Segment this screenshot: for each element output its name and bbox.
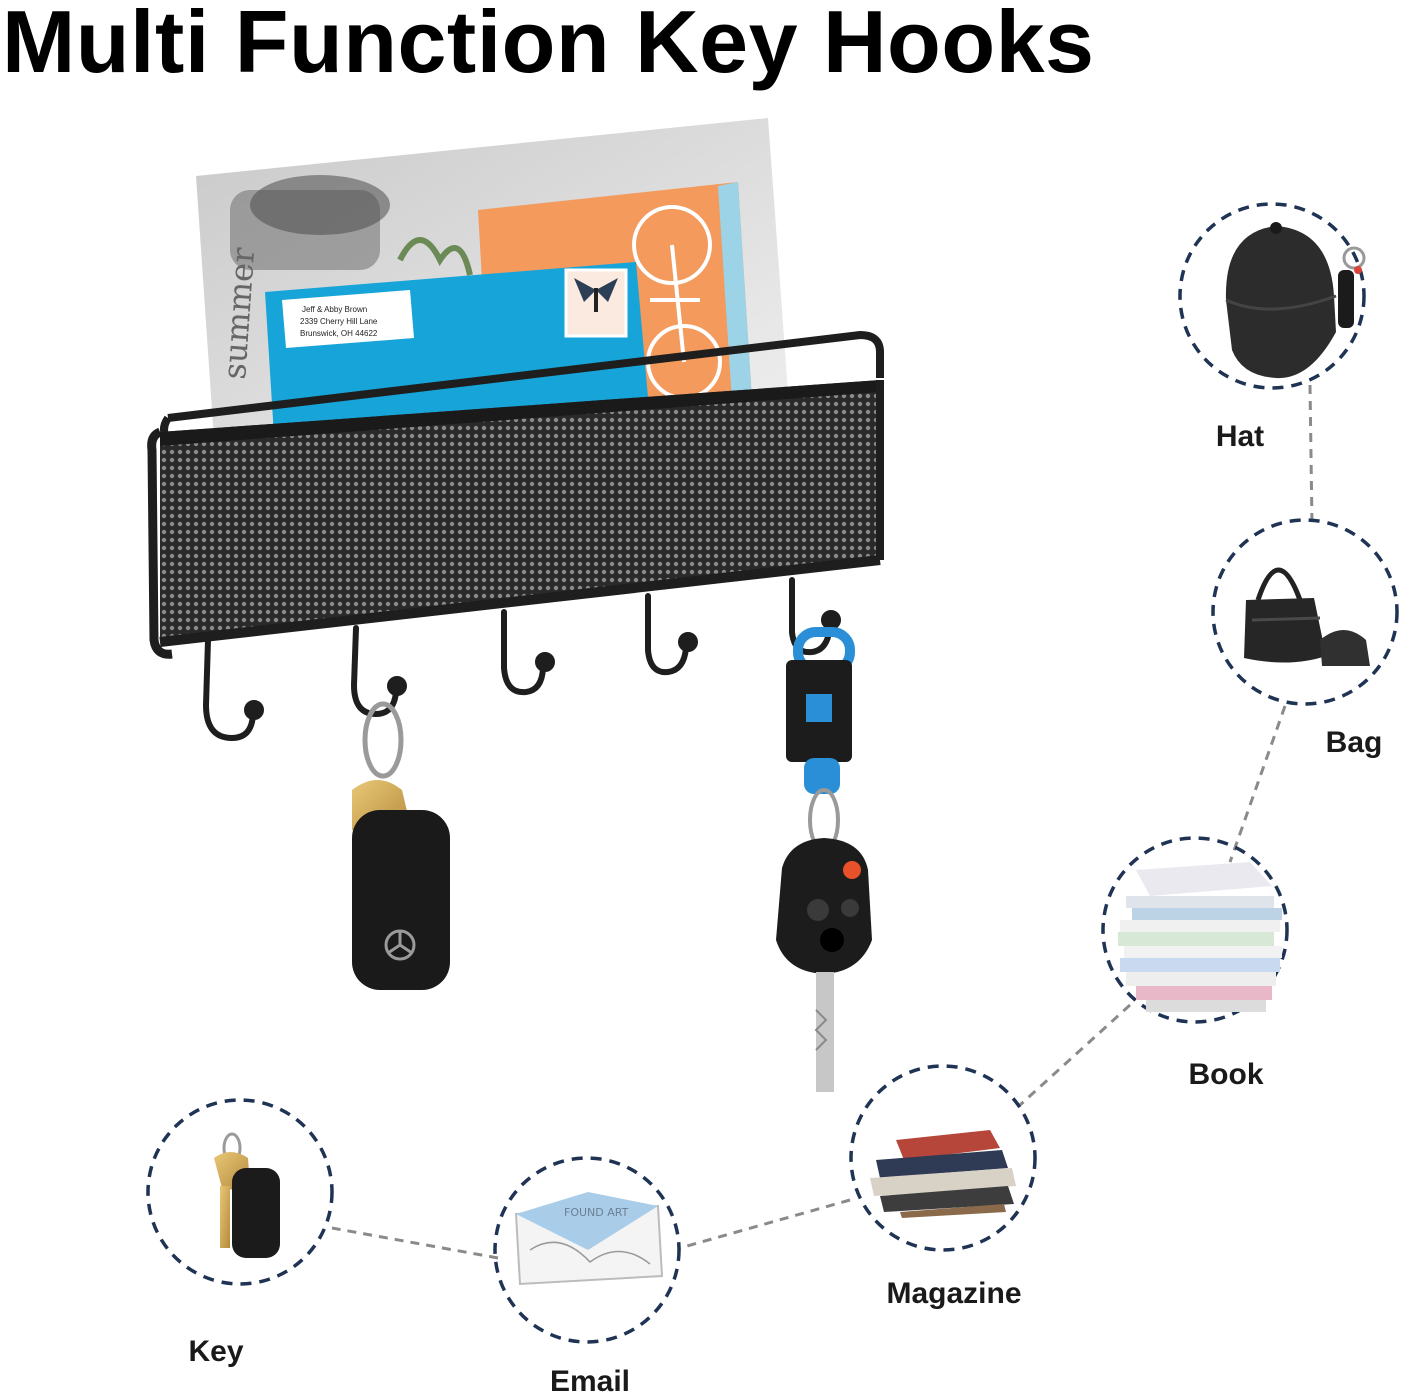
connector-path	[331, 384, 1314, 1260]
use-label-key: Key	[188, 1335, 244, 1368]
book-circle	[1101, 836, 1289, 1024]
bag-icon	[1244, 567, 1370, 666]
use-label-bag: Bag	[1325, 726, 1383, 759]
envelope-address-line3: Brunswick, OH 44622	[300, 329, 378, 338]
book-stack-icon	[1118, 862, 1282, 1012]
envelope-address-line2: 2339 Cherry Hill Lane	[300, 317, 378, 326]
use-label-hat: Hat	[1215, 420, 1265, 453]
key-ring-icon	[362, 701, 404, 779]
magazine-stack-icon	[870, 1130, 1016, 1218]
page-title: Multi Function Key Hooks	[2, 0, 1095, 91]
hat-circle	[1178, 202, 1366, 390]
hook-3	[501, 609, 555, 696]
envelope-icon: FOUND ART	[514, 1192, 664, 1286]
hat-icon	[1225, 222, 1366, 379]
magazine-cover-text: summer	[215, 246, 262, 381]
key-bundle-left	[352, 701, 450, 990]
email-circle	[493, 1156, 681, 1344]
use-label-magazine: Magazine	[886, 1277, 1022, 1310]
bag-circle	[1211, 518, 1399, 706]
hook-1	[202, 637, 264, 742]
car-key-fob-icon	[352, 810, 450, 990]
hook-4	[645, 593, 698, 676]
key-rack	[147, 330, 884, 742]
key-bundle-right	[776, 627, 872, 1092]
use-label-email: Email	[549, 1365, 631, 1396]
key-icon	[214, 1132, 280, 1258]
use-label-book: Book	[1188, 1058, 1264, 1091]
magazine-circle	[849, 1064, 1037, 1252]
envelope-card-text: FOUND ART	[564, 1206, 629, 1219]
key-circle	[146, 1098, 334, 1286]
envelope-address-line1: Jeff & Abby Brown	[302, 305, 367, 314]
hook-2	[350, 625, 407, 718]
